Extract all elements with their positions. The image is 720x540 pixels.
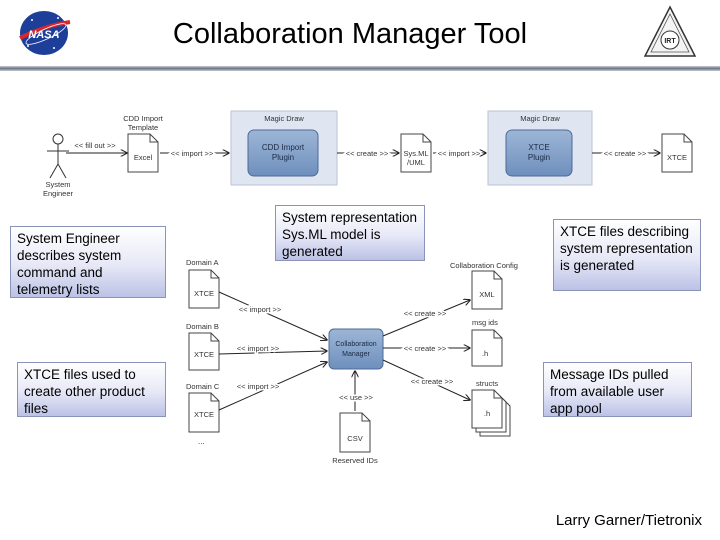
more-domains: ... [198,437,205,446]
irt-logo: IRT [642,4,698,60]
domain-a-label: Domain A [186,258,219,267]
sysml-file-label: Sys.ML [403,149,428,158]
domain-a-file-icon [188,269,220,309]
domain-c-xtce: XTCE [194,410,214,419]
page-title: Collaboration Manager Tool [172,18,528,50]
csv-label: CSV [347,434,362,443]
import-label-1: << import >> [171,149,214,158]
create-label-2: << create >> [604,149,647,158]
svg-text:NASA: NASA [28,29,59,41]
import-arrow-a [218,291,327,340]
magicdraw-label-1: Magic Draw [264,114,304,123]
csv-file-icon [339,412,371,453]
excel-file-icon [127,133,159,173]
magicdraw-label-2: Magic Draw [520,114,560,123]
callout-xtce-representation: XTCE files describing system representat… [553,219,701,291]
actor-label: System [45,180,70,189]
xtce-output-file-icon [661,133,693,173]
domain-b-label: Domain B [186,322,219,331]
domain-c-file-icon [188,392,220,433]
import-label-a: << import >> [239,305,282,314]
create-structs-arrow [382,359,470,400]
structs-h-label: .h [484,409,490,418]
author-credit: Larry Garner/Tietronix [555,512,702,529]
msg-ids-label: msg ids [472,318,498,327]
import-label-2: << import >> [438,149,481,158]
msgid-header-file-icon [471,329,503,367]
sysml-file-label: /UML [407,158,425,167]
callout-sysml: System representation Sys.ML model is ge… [275,205,425,261]
reserved-ids-label: Reserved IDs [332,456,378,465]
xml-file-icon [471,270,503,310]
import-label-b: << import >> [237,344,280,353]
domain-a-xtce: XTCE [194,289,214,298]
structs-file-icon-1 [471,389,503,429]
xml-label: XML [479,290,494,299]
cdd-plugin-label: Plugin [272,153,294,162]
import-arrow-c [218,362,327,411]
import-label-c: << import >> [237,382,280,391]
create-label-1: << create >> [346,149,389,158]
xtce-output-label: XTCE [667,153,687,162]
create-h-label: << create >> [404,344,447,353]
create-structs-label: << create >> [411,377,454,386]
system-engineer-actor [47,133,69,179]
collaboration-manager-box [328,328,384,370]
domain-b-file-icon [188,332,220,371]
domain-b-xtce: XTCE [194,350,214,359]
sysml-file-icon [400,133,432,173]
import-arrow-b [218,351,327,354]
create-xml-label: << create >> [404,309,447,318]
cdd-plugin-label: CDD Import [262,143,305,152]
msgid-h-label: .h [482,349,488,358]
domain-c-label: Domain C [186,382,220,391]
xtce-plugin-label: XTCE [528,143,549,152]
cdd-import-plugin [247,129,319,177]
cm-label: Collaboration [335,341,376,348]
collab-config-label: Collaboration Config [450,261,518,270]
cm-label: Manager [342,351,370,358]
callout-xtce-used: XTCE files used to create other product … [17,362,166,417]
use-label: << use >> [339,393,373,402]
title-divider [0,66,720,71]
svg-text:IRT: IRT [664,38,676,45]
cdd-template-label: CDD Import [123,114,164,123]
nasa-logo: NASA [14,8,74,58]
excel-label: Excel [134,153,153,162]
fill-out-label: << fill out >> [74,141,116,150]
xtce-plugin-label: Plugin [528,153,550,162]
create-xml-arrow [382,300,470,337]
structs-label: structs [476,379,498,388]
actor-label: Engineer [43,189,74,198]
xtce-plugin [505,129,573,177]
callout-message-ids: Message IDs pulled from available user a… [543,362,692,417]
cdd-template-label: Template [128,123,158,132]
callout-system-engineer: System Engineer describes system command… [10,226,166,298]
